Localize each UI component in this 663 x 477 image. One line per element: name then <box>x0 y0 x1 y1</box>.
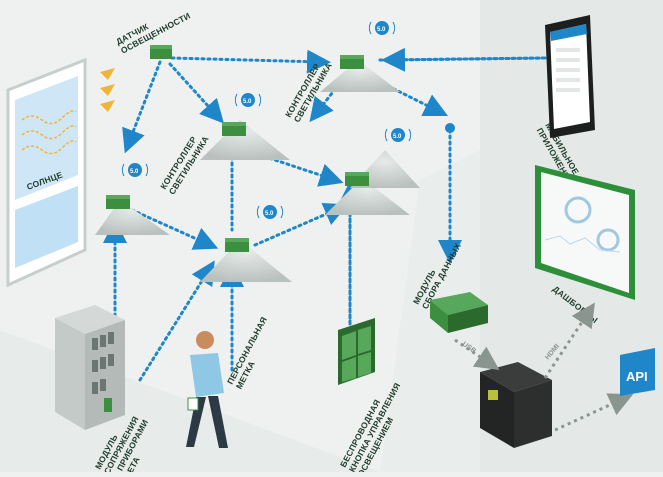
controller-nodes <box>106 45 369 252</box>
link-mobile-controller <box>381 47 547 72</box>
controller-top-node[interactable] <box>340 55 364 69</box>
api-link <box>554 393 634 432</box>
controller-left-node[interactable] <box>106 195 130 209</box>
bluetooth-icon: 5.0 <box>256 205 284 219</box>
bluetooth-icon: 5.0 <box>368 21 396 35</box>
link-sensor-lamp-mid <box>168 62 225 124</box>
junction-dot <box>445 123 455 133</box>
personal-tag-icon <box>187 397 199 411</box>
controller-mid-node[interactable] <box>225 238 249 252</box>
bluetooth-icon: 5.0 <box>121 163 149 177</box>
meter-modules <box>92 332 114 394</box>
person-figure <box>186 331 228 448</box>
svg-text:5.0: 5.0 <box>265 211 274 217</box>
light-sensor-node[interactable] <box>150 45 172 59</box>
bluetooth-icon: 5.0 <box>234 93 262 107</box>
gauge-icon <box>596 228 620 252</box>
mobile-phone[interactable] <box>545 15 595 138</box>
api-label: API <box>626 369 648 384</box>
controller-upper-node[interactable] <box>222 122 246 136</box>
link-interface-mid <box>138 260 215 382</box>
svg-text:5.0: 5.0 <box>243 99 252 105</box>
link-sensor-controller-top <box>170 49 331 74</box>
electrical-cabinet <box>55 305 125 430</box>
wireless-button-panel[interactable] <box>338 318 375 385</box>
controller-right-node[interactable] <box>345 172 369 186</box>
link-controller-top-lamp <box>309 68 352 123</box>
sun-rays <box>100 68 115 112</box>
svg-text:5.0: 5.0 <box>393 134 402 140</box>
svg-text:5.0: 5.0 <box>130 169 139 175</box>
link-left-mid <box>130 208 219 250</box>
svg-text:5.0: 5.0 <box>377 27 386 33</box>
api-badge[interactable]: API <box>620 348 655 396</box>
link-sensor-lamp-left <box>122 60 162 154</box>
wireless-badges: 5.0 5.0 5.0 5.0 5.0 <box>121 21 412 219</box>
interface-module-node <box>104 398 112 412</box>
server-computer[interactable] <box>480 362 552 448</box>
data-collection-module[interactable] <box>430 292 488 333</box>
bluetooth-icon: 5.0 <box>384 128 412 142</box>
gauge-icon <box>564 196 592 224</box>
power-indicator <box>488 390 498 400</box>
dashboard-monitor[interactable] <box>535 165 635 300</box>
usb-link <box>454 338 500 371</box>
peripheral-links <box>454 302 634 432</box>
window: СОЛНЦЕ <box>6 57 87 288</box>
